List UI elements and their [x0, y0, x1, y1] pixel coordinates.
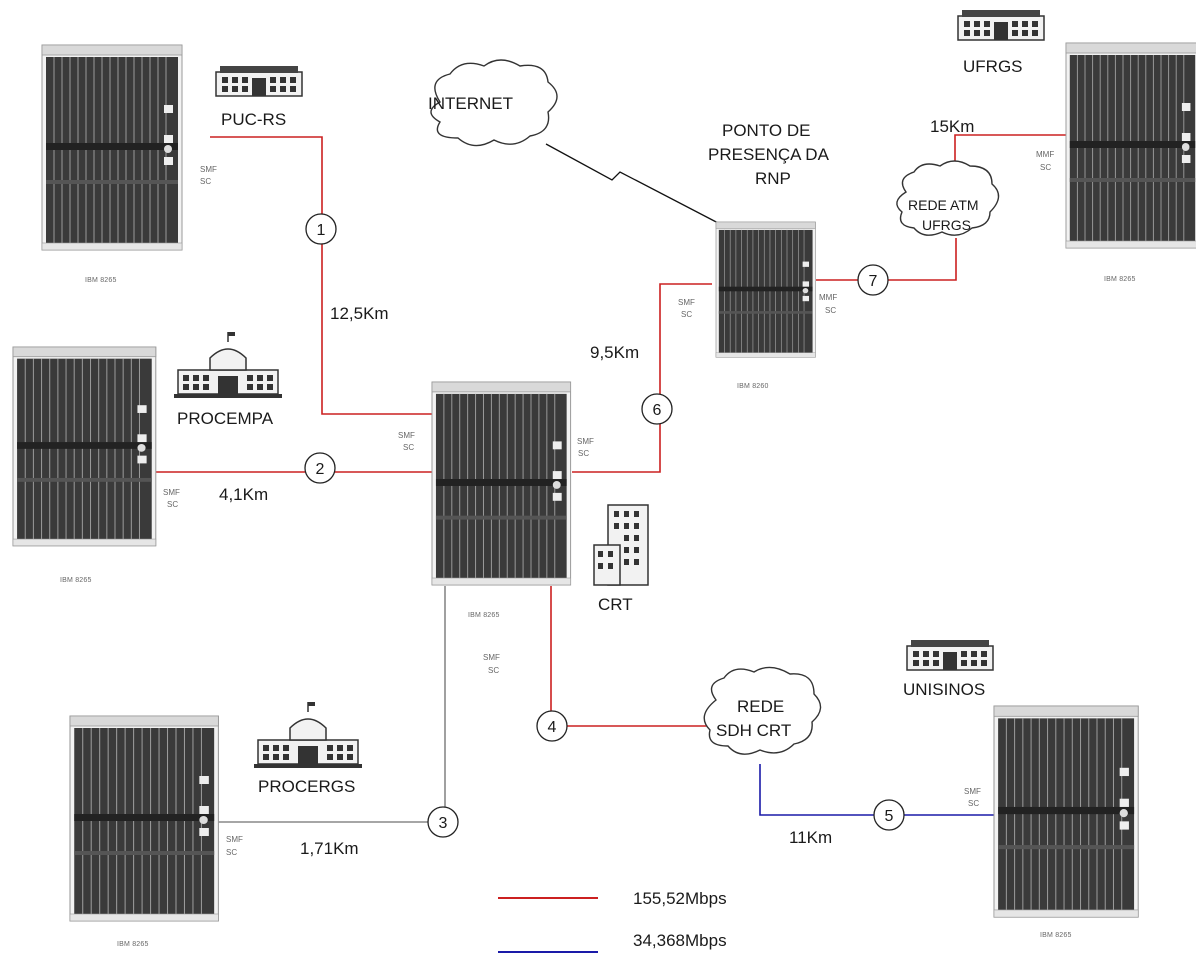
- sdh-cloud-label-2: SDH CRT: [716, 721, 791, 740]
- distance-link-1: 12,5Km: [330, 304, 389, 323]
- legend-red-label: 155,52Mbps: [633, 889, 727, 908]
- procempa-building-icon: [173, 331, 283, 399]
- pop-label-line1: PONTO DE: [722, 121, 810, 140]
- switch-unisinos: IBM 8265: [993, 705, 1139, 939]
- node-7: 7: [857, 264, 889, 296]
- node-1: 1: [305, 213, 337, 245]
- node-5-label: 5: [885, 808, 894, 825]
- site-label-crt: CRT: [598, 595, 633, 614]
- distance-link-3: 1,71Km: [300, 839, 359, 858]
- node-6-label: 6: [653, 402, 662, 419]
- switch-rnp-pop: IBM 8260: [715, 221, 816, 390]
- atm-cloud-label-1: REDE ATM: [908, 197, 979, 213]
- distance-link-5: 11Km: [789, 828, 832, 847]
- node-2-label: 2: [316, 461, 325, 478]
- node-5: 5: [873, 799, 905, 831]
- atm-cloud-icon: REDE ATM UFRGS: [896, 160, 1000, 236]
- switch-rnp-pop-label: IBM 8260: [737, 383, 769, 390]
- atm-cloud-label-2: UFRGS: [922, 217, 971, 233]
- pucrs-building-icon: [215, 65, 303, 97]
- fiber-core-s-type: SMF: [483, 653, 500, 662]
- crt-building-icon: [593, 504, 649, 586]
- fiber-rnp-e-conn: SC: [825, 306, 836, 315]
- ufrgs-building-icon: [957, 9, 1045, 41]
- switch-procergs-label: IBM 8265: [117, 941, 149, 948]
- fiber-rnp-e-type: MMF: [819, 293, 837, 302]
- fiber-unisinos-conn: SC: [968, 799, 979, 808]
- fiber-procergs-conn: SC: [226, 848, 237, 857]
- site-label-ufrgs: UFRGS: [963, 57, 1023, 76]
- distance-link-6: 9,5Km: [590, 343, 639, 362]
- fiber-ufrgs-type: MMF: [1036, 150, 1054, 159]
- sdh-cloud-label-1: REDE: [737, 697, 784, 716]
- link-5-unisinos: [759, 764, 1006, 816]
- fiber-core-w1-conn: SC: [403, 443, 414, 452]
- node-4: 4: [536, 710, 568, 742]
- fiber-rnp-w-type: SMF: [678, 298, 695, 307]
- switch-core: IBM 8265: [431, 381, 572, 619]
- fiber-core-e-conn: SC: [578, 449, 589, 458]
- switch-procempa-label: IBM 8265: [60, 577, 92, 584]
- fiber-pucrs-type: SMF: [200, 165, 217, 174]
- node-3-label: 3: [439, 815, 448, 832]
- fiber-rnp-w-conn: SC: [681, 310, 692, 319]
- link-6-rnp: [572, 283, 712, 473]
- fiber-procergs-type: SMF: [226, 835, 243, 844]
- fiber-core-w1-type: SMF: [398, 431, 415, 440]
- switch-pucrs-label: IBM 8265: [85, 277, 117, 284]
- legend-blue-label: 34,368Mbps: [633, 931, 727, 950]
- node-3: 3: [427, 806, 459, 838]
- procergs-building-icon: [253, 701, 363, 769]
- node-6: 6: [641, 393, 673, 425]
- fiber-procempa-type: SMF: [163, 488, 180, 497]
- node-1-label: 1: [317, 222, 326, 239]
- unisinos-building-icon: [906, 639, 994, 671]
- switch-pucrs: IBM 8265: [41, 44, 183, 284]
- fiber-labels: SMF SC SMF SC SMF SC SMF SC SMF SC SMF S…: [163, 150, 1054, 857]
- legend: 155,52Mbps 34,368Mbps: [498, 889, 727, 953]
- distance-link-7: 15Km: [930, 117, 974, 136]
- switch-unisinos-label: IBM 8265: [1040, 932, 1072, 939]
- pop-label-line3: RNP: [755, 169, 791, 188]
- site-label-procempa: PROCEMPA: [177, 409, 274, 428]
- distance-link-2: 4,1Km: [219, 485, 268, 504]
- fiber-pucrs-conn: SC: [200, 177, 211, 186]
- internet-cloud-label: INTERNET: [428, 94, 513, 113]
- switch-core-label: IBM 8265: [468, 612, 500, 619]
- node-2: 2: [304, 452, 336, 484]
- fiber-core-e-type: SMF: [577, 437, 594, 446]
- switch-procempa: IBM 8265: [12, 346, 157, 584]
- internet-wan-link: [545, 143, 723, 226]
- switch-procergs: IBM 8265: [69, 715, 219, 948]
- pop-label-line2: PRESENÇA DA: [708, 145, 830, 164]
- site-label-unisinos: UNISINOS: [903, 680, 985, 699]
- node-7-label: 7: [869, 273, 878, 290]
- fiber-procempa-conn: SC: [167, 500, 178, 509]
- sdh-cloud-icon: REDE SDH CRT: [703, 666, 822, 755]
- switch-ufrgs-label: IBM 8265: [1104, 276, 1136, 283]
- internet-cloud-icon: INTERNET: [428, 59, 558, 147]
- links: [140, 134, 1070, 823]
- fiber-core-s-conn: SC: [488, 666, 499, 675]
- fiber-unisinos-type: SMF: [964, 787, 981, 796]
- site-label-pucrs: PUC-RS: [221, 110, 286, 129]
- node-4-label: 4: [548, 719, 557, 736]
- link-1-pucrs: [210, 136, 432, 415]
- fiber-ufrgs-conn: SC: [1040, 163, 1051, 172]
- site-label-procergs: PROCERGS: [258, 777, 355, 796]
- switch-ufrgs: IBM 8265: [1065, 42, 1196, 283]
